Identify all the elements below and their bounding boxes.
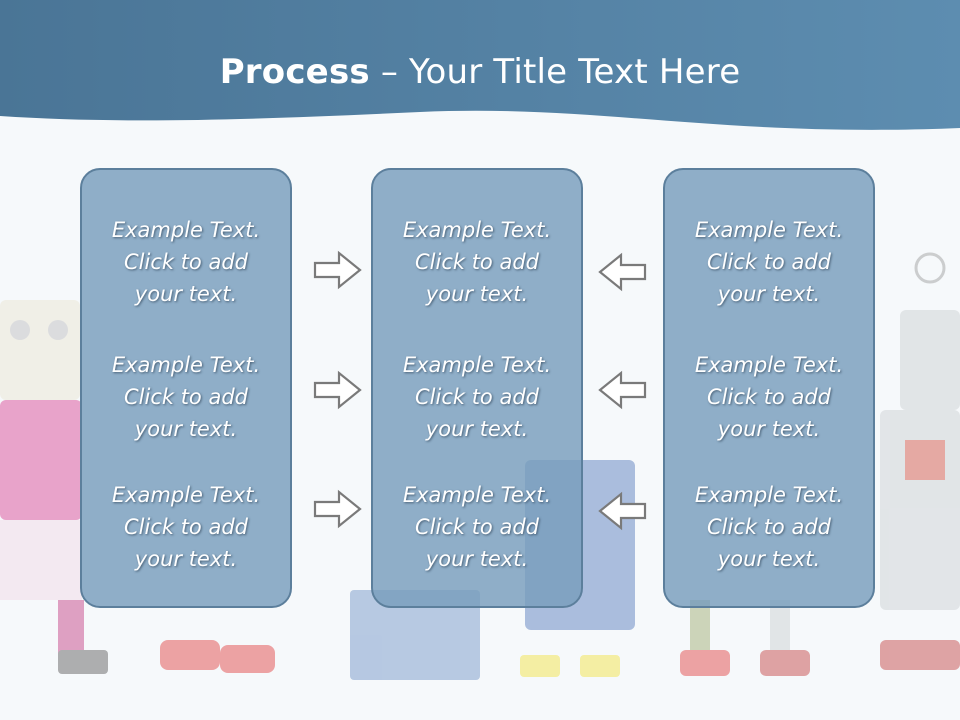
text-line: Click to add xyxy=(123,515,248,539)
text-line: Example Text. xyxy=(111,353,261,377)
text-line: Click to add xyxy=(706,515,831,539)
text-line: Click to add xyxy=(414,515,539,539)
title-bold: Process xyxy=(219,52,370,92)
title-rest: – Your Title Text Here xyxy=(369,52,741,92)
text-item[interactable]: Example Text. Click to add your text. xyxy=(665,349,873,445)
text-line: your text. xyxy=(717,417,821,441)
text-item[interactable]: Example Text. Click to add your text. xyxy=(373,479,581,575)
text-item[interactable]: Example Text. Click to add your text. xyxy=(665,479,873,575)
left-arrow-icon xyxy=(598,491,647,531)
right-arrow-icon xyxy=(313,489,362,529)
page-title: Process – Your Title Text Here xyxy=(0,52,960,92)
text-line: your text. xyxy=(425,282,529,306)
text-line: Example Text. xyxy=(402,218,552,242)
text-line: Example Text. xyxy=(402,353,552,377)
text-line: your text. xyxy=(717,282,821,306)
text-line: Click to add xyxy=(123,385,248,409)
text-item[interactable]: Example Text. Click to add your text. xyxy=(373,214,581,310)
text-line: Example Text. xyxy=(694,353,844,377)
text-line: Click to add xyxy=(414,250,539,274)
text-line: Example Text. xyxy=(694,483,844,507)
text-item[interactable]: Example Text. Click to add your text. xyxy=(665,214,873,310)
right-arrow-icon xyxy=(313,370,362,410)
right-arrow-icon xyxy=(313,250,362,290)
left-arrow-icon xyxy=(598,252,647,292)
text-item[interactable]: Example Text. Click to add your text. xyxy=(82,479,290,575)
text-line: Example Text. xyxy=(111,218,261,242)
text-line: your text. xyxy=(717,547,821,571)
text-line: Example Text. xyxy=(694,218,844,242)
text-line: Click to add xyxy=(706,250,831,274)
text-box-right[interactable]: Example Text. Click to add your text. Ex… xyxy=(663,168,875,608)
text-line: Click to add xyxy=(414,385,539,409)
text-line: Example Text. xyxy=(111,483,261,507)
text-item[interactable]: Example Text. Click to add your text. xyxy=(82,349,290,445)
text-item[interactable]: Example Text. Click to add your text. xyxy=(373,349,581,445)
text-line: your text. xyxy=(134,282,238,306)
text-box-left[interactable]: Example Text. Click to add your text. Ex… xyxy=(80,168,292,608)
text-line: your text. xyxy=(134,417,238,441)
text-line: Example Text. xyxy=(402,483,552,507)
text-line: your text. xyxy=(425,547,529,571)
text-box-center[interactable]: Example Text. Click to add your text. Ex… xyxy=(371,168,583,608)
text-item[interactable]: Example Text. Click to add your text. xyxy=(82,214,290,310)
text-line: Click to add xyxy=(706,385,831,409)
text-line: your text. xyxy=(134,547,238,571)
left-arrow-icon xyxy=(598,370,647,410)
text-line: Click to add xyxy=(123,250,248,274)
text-line: your text. xyxy=(425,417,529,441)
